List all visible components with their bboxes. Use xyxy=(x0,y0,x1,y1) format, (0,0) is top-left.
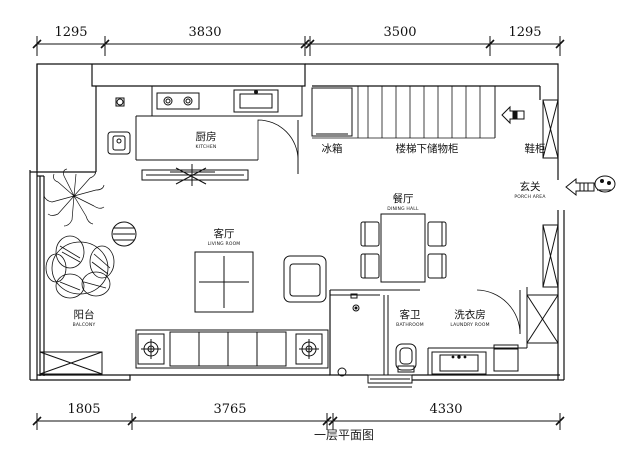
cabinet-right-low xyxy=(526,294,559,344)
staircase xyxy=(312,86,496,139)
shoe-cabinet-label: 鞋柜 xyxy=(525,142,546,155)
room-labels: 厨房 KITCHEN 冰箱 楼梯下储物柜 鞋柜 玄关 PORCH AREA 餐厅… xyxy=(73,130,547,328)
pipe-marker xyxy=(115,97,125,107)
living-label-en: LIVING ROOM xyxy=(208,241,241,247)
appliance-icon xyxy=(107,131,131,155)
top-dimension-line xyxy=(32,36,565,56)
laundry-door-arc xyxy=(476,289,521,335)
bathroom-walls xyxy=(330,287,528,375)
shoe-cabinet-top xyxy=(542,99,559,159)
washbasin-icon xyxy=(431,351,487,375)
outer-walls xyxy=(29,63,565,381)
stove-icon xyxy=(156,92,200,110)
balcony-label-en: BALCONY xyxy=(73,322,96,328)
kitchen-area xyxy=(107,85,303,186)
round-stool-icon xyxy=(111,221,137,247)
dining-label: 餐厅 xyxy=(393,192,414,205)
balcony-plant-icon xyxy=(43,168,105,227)
dim-bottom-2: 3765 xyxy=(213,402,246,417)
stair-storage-label: 楼梯下储物柜 xyxy=(396,142,459,155)
dim-top-4: 1295 xyxy=(508,25,541,40)
shower-drain-icon xyxy=(337,304,360,377)
sink-icon xyxy=(233,89,279,113)
balcony-label: 阳台 xyxy=(74,308,95,321)
cabinet-right-mid xyxy=(542,224,559,288)
dim-top-1: 1295 xyxy=(54,25,87,40)
fridge-icon xyxy=(311,87,353,137)
kitchen-label-en: KITCHEN xyxy=(196,144,217,150)
bathroom-label-en: BATHROOM xyxy=(396,322,424,328)
plan-title: 一层平面图 xyxy=(314,428,374,442)
dining-table xyxy=(360,213,447,283)
dining-label-en: DINING HALL xyxy=(387,206,419,212)
toilet-icon xyxy=(395,343,417,373)
porch-label-en: PORCH AREA xyxy=(514,194,546,200)
laundry-label-en: LAUNDRY ROOM xyxy=(450,322,489,328)
dim-bottom-1: 1805 xyxy=(67,402,100,417)
lounge-chair-icon xyxy=(45,235,115,299)
kitchen-label: 厨房 xyxy=(196,130,217,143)
living-label: 客厅 xyxy=(214,227,235,240)
laundry-label: 洗衣房 xyxy=(454,308,486,321)
bottom-dimension-line xyxy=(32,413,565,430)
entry-step xyxy=(367,374,413,388)
washing-machine-icon xyxy=(493,344,519,372)
coffee-table xyxy=(194,251,254,313)
dim-bottom-3: 4330 xyxy=(429,402,462,417)
porch-label: 玄关 xyxy=(520,180,541,193)
dimension-labels: 1295 3830 3500 1295 1805 3765 4330 xyxy=(54,25,541,417)
fridge-label: 冰箱 xyxy=(322,142,343,155)
entrance-arrow-icon xyxy=(565,175,616,197)
dim-top-3: 3500 xyxy=(383,25,416,40)
dim-top-2: 3830 xyxy=(188,25,221,40)
armchair xyxy=(283,255,327,303)
sofa xyxy=(135,329,329,369)
stair-arrow-icon xyxy=(501,105,525,125)
balcony-cabinet xyxy=(39,351,103,375)
bathroom-label: 客卫 xyxy=(400,308,421,321)
range-hood-icon xyxy=(141,164,249,186)
